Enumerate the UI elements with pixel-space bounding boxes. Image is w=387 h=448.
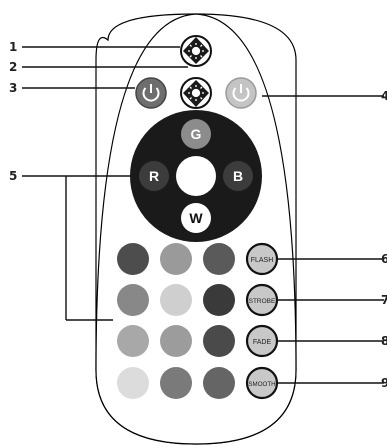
strobe-label: STROBE — [249, 298, 276, 305]
flash-label: FLASH — [251, 257, 274, 264]
color-key[interactable] — [117, 325, 149, 357]
strobe-button[interactable]: STROBE — [245, 283, 279, 317]
color-key[interactable] — [160, 243, 192, 275]
color-key[interactable] — [160, 367, 192, 399]
brightness-down-button[interactable] — [180, 77, 212, 109]
blue-label: B — [233, 168, 243, 184]
sun-up-icon — [188, 43, 204, 59]
green-button[interactable]: G — [181, 119, 211, 149]
color-key[interactable] — [203, 243, 235, 275]
red-button[interactable]: R — [139, 161, 169, 191]
fade-label: FADE — [253, 339, 272, 346]
white-label: W — [189, 210, 203, 226]
callout-3: 3 — [9, 81, 17, 95]
callout-6: 6 — [381, 252, 387, 266]
callout-lines — [22, 46, 384, 384]
power-icon — [142, 84, 160, 102]
callout-2: 2 — [9, 60, 17, 74]
brightness-up-button[interactable] — [180, 35, 212, 67]
red-label: R — [149, 168, 159, 184]
callout-4: 4 — [381, 89, 387, 103]
callout-9: 9 — [381, 376, 387, 390]
power-off-button[interactable] — [135, 77, 167, 109]
smooth-button[interactable]: SMOOTH — [245, 366, 279, 400]
smooth-label: SMOOTH — [248, 381, 275, 388]
power-icon — [232, 84, 250, 102]
color-key[interactable] — [160, 284, 192, 316]
color-key[interactable] — [117, 243, 149, 275]
color-key[interactable] — [203, 325, 235, 357]
sun-down-icon — [188, 85, 204, 101]
flash-button[interactable]: FLASH — [245, 242, 279, 276]
callout-1: 1 — [9, 40, 17, 54]
color-wheel: G R B W — [130, 110, 262, 242]
callout-7: 7 — [381, 293, 387, 307]
fade-button[interactable]: FADE — [245, 324, 279, 358]
color-key-grid — [117, 243, 235, 399]
callout-5: 5 — [9, 169, 17, 183]
color-key[interactable] — [117, 284, 149, 316]
callout-8: 8 — [381, 334, 387, 348]
color-key[interactable] — [203, 367, 235, 399]
blue-button[interactable]: B — [223, 161, 253, 191]
color-key[interactable] — [160, 325, 192, 357]
center-button[interactable] — [176, 156, 216, 196]
color-key[interactable] — [203, 284, 235, 316]
white-button[interactable]: W — [181, 203, 211, 233]
color-key[interactable] — [117, 367, 149, 399]
green-label: G — [191, 126, 202, 142]
power-on-button[interactable] — [225, 77, 257, 109]
